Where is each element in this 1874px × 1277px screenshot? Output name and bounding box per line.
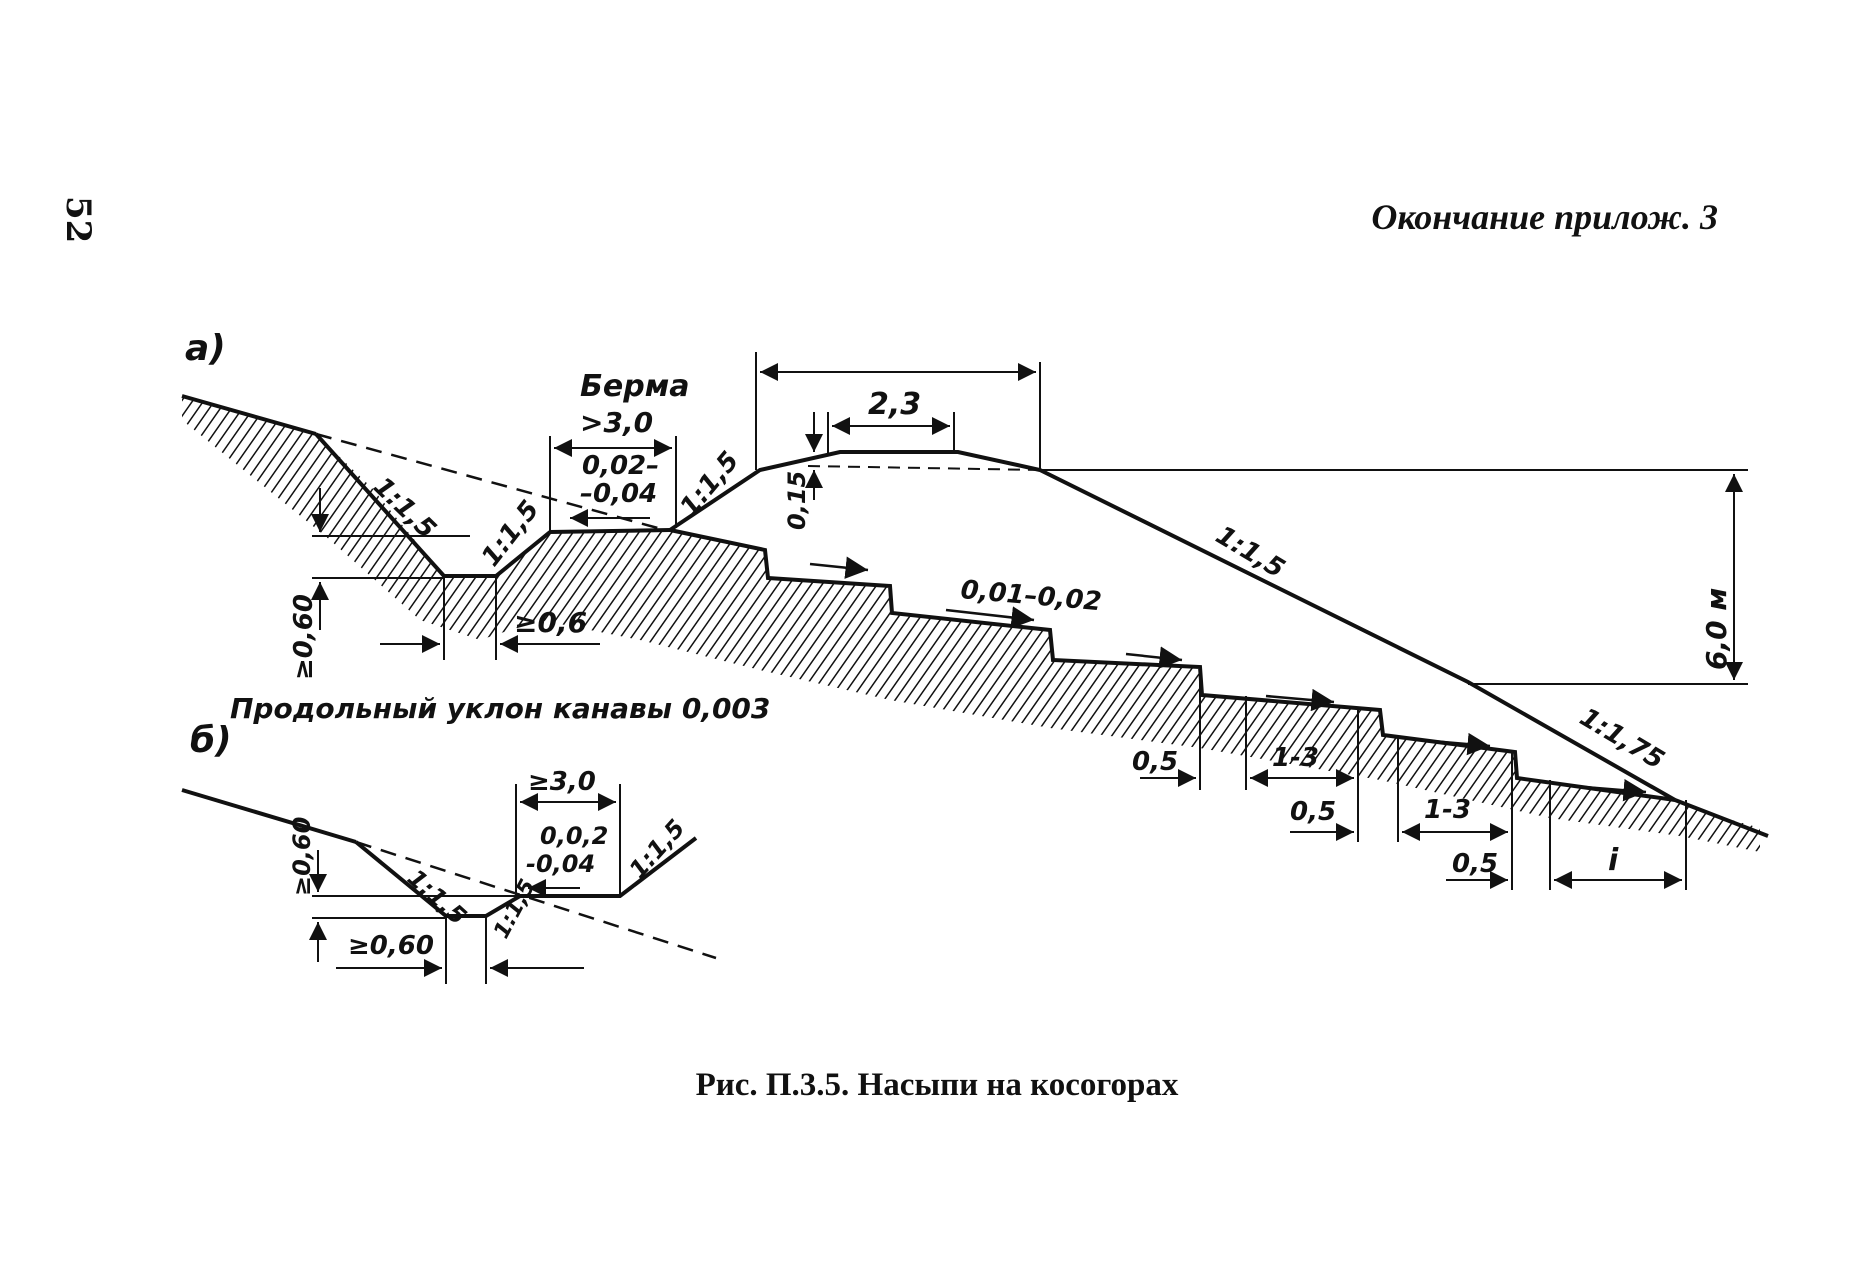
diagram-a: 2,3 0,15 6,0 м 1:1,5 1:1,5 1:1,5 1:1,5 1… bbox=[181, 328, 1769, 890]
berm-title: Берма bbox=[580, 369, 689, 404]
bench-arrow-5 bbox=[1419, 732, 1491, 756]
ditch-bottom-label-a: ≥0,6 bbox=[514, 606, 587, 639]
berm-slope-1-a: 0,02– bbox=[582, 451, 659, 481]
embankment-outline-a bbox=[668, 450, 1676, 802]
slope-upper-label-a: 1:1,5 bbox=[674, 446, 745, 522]
crown-dashed-a bbox=[807, 465, 1041, 471]
bench-arrow-3 bbox=[1125, 646, 1183, 669]
diagram-b-label: б) bbox=[190, 720, 232, 761]
ground-line-b bbox=[181, 788, 357, 844]
berm-slope-2-a: –0,04 bbox=[580, 479, 657, 509]
berm-width-label-b: ≥3,0 bbox=[528, 767, 596, 797]
ground-hatching-a bbox=[182, 396, 1760, 852]
step-label-i: i bbox=[1608, 843, 1619, 878]
height-label: 6,0 м bbox=[1700, 588, 1733, 670]
ditch-profile-a bbox=[314, 432, 552, 578]
longitudinal-slope-note: Продольный уклон канавы 0,003 bbox=[230, 692, 770, 725]
ditch-bottom-label-b: ≥0,60 bbox=[348, 931, 434, 961]
step-label-1: 0,5 bbox=[1132, 747, 1178, 777]
appendix-continuation-heading: Окончание прилож. 3 bbox=[1371, 197, 1718, 237]
bench-arrow-2 bbox=[945, 606, 1035, 629]
step-label-5: 0,5 bbox=[1452, 849, 1498, 879]
slope-toe-label-a: 1:1,75 bbox=[1574, 702, 1669, 775]
ditch-depth-label-a: ≥0,60 bbox=[289, 594, 319, 680]
ditch-depth-label-b: ≥0,60 bbox=[288, 817, 316, 896]
ditch-profile-b bbox=[354, 836, 698, 918]
bench-arrow-6 bbox=[1571, 778, 1647, 802]
original-ground-dashed-b bbox=[355, 840, 717, 960]
step-label-3: 0,5 bbox=[1290, 797, 1336, 827]
ground-line-a bbox=[181, 394, 317, 436]
crown-width-label: 2,3 bbox=[868, 387, 921, 422]
bench-slope-label: 0,01–0,02 bbox=[959, 575, 1102, 617]
berm-slope-1-b: 0,0,2 bbox=[540, 822, 608, 850]
diagram-a-label: а) bbox=[185, 328, 226, 369]
step-label-4: 1-3 bbox=[1424, 795, 1471, 825]
crown-offset-label: 0,15 bbox=[783, 471, 811, 530]
toe-ground-a bbox=[1674, 798, 1769, 838]
bench-steps-a bbox=[669, 528, 1676, 802]
slope-ditch-outer-label-b: 1:1,5 bbox=[402, 864, 472, 931]
berm-line-a bbox=[549, 528, 671, 534]
step-label-2: 1-3 bbox=[1272, 743, 1319, 773]
berm-width-label-a: >3,0 bbox=[580, 406, 653, 439]
figure-caption: Рис. П.3.5. Насыпи на косогорах bbox=[695, 1067, 1179, 1103]
berm-slope-2-b: -0,04 bbox=[526, 850, 595, 878]
original-ground-dashed-a bbox=[315, 432, 666, 532]
bench-arrow-4 bbox=[1265, 688, 1335, 712]
bench-arrow-1 bbox=[809, 556, 869, 579]
